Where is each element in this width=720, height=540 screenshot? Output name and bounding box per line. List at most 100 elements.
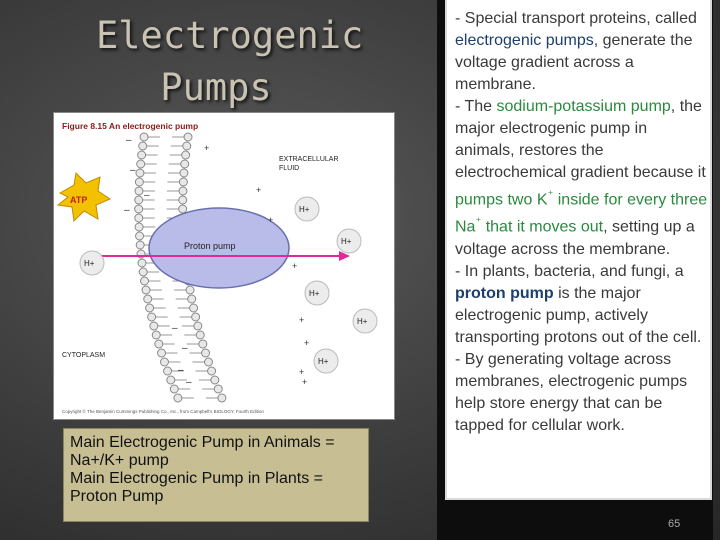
lipid-head	[135, 231, 145, 241]
lipid-head	[178, 177, 188, 187]
lipid-head	[137, 258, 147, 268]
proton-circle	[294, 196, 320, 222]
paragraph-3: - In plants, bacteria, and fungi, a prot…	[455, 261, 709, 349]
lipid-head	[183, 132, 193, 142]
lipid-head	[169, 384, 179, 394]
arrowhead-icon	[339, 251, 350, 261]
proton-label: H+	[309, 289, 320, 298]
lipid-head	[203, 357, 213, 367]
proton-label: H+	[299, 205, 310, 214]
atp-label: ATP	[70, 195, 87, 205]
lipid-head	[138, 141, 148, 151]
lipid-head	[201, 348, 211, 358]
plus-charge-icon: +	[204, 143, 209, 153]
paragraph-4: - By generating voltage across membranes…	[455, 350, 688, 434]
lipid-head	[134, 186, 144, 196]
title-line-2: Pumps	[160, 66, 272, 109]
proton-label: H+	[318, 357, 329, 366]
lipid-head	[182, 141, 192, 151]
p2-pumps-k: pumps two K	[455, 191, 548, 209]
lipid-head	[138, 267, 148, 277]
plus-charge-icon: +	[292, 261, 297, 271]
pump-summary-caption: Main Electrogenic Pump in Animals = Na+/…	[63, 428, 369, 522]
lipid-head	[185, 285, 195, 295]
lipid-head	[163, 366, 173, 376]
slide-body-text: - Special transport proteins, called ele…	[455, 8, 709, 437]
minus-charge-icon: –	[186, 377, 192, 388]
proton-pump-label: Proton pump	[184, 241, 236, 251]
proton-label: H+	[357, 317, 368, 326]
minus-charge-icon: –	[124, 205, 130, 216]
lipid-head	[134, 195, 144, 205]
copyright-text: Copyright © The Benjamin Cummings Publis…	[62, 408, 264, 414]
plus-charge-icon: +	[299, 315, 304, 325]
proton-group: H+ H+ H+ H+ H+ H+	[79, 196, 378, 374]
lipid-head	[134, 213, 144, 223]
lipid-head	[181, 150, 191, 160]
plus-charge-icon: +	[299, 367, 304, 377]
lipid-head	[178, 195, 188, 205]
lipid-head	[147, 312, 157, 322]
plus-charge-icon: +	[268, 215, 273, 225]
paragraph-2: - The sodium-potassium pump, the major e…	[455, 96, 709, 261]
caption-line-1: Main Electrogenic Pump in Animals =	[70, 434, 335, 451]
charge-group: ++++++++––––––––	[124, 135, 309, 388]
lipid-head	[173, 393, 183, 403]
proton-label: H+	[341, 237, 352, 246]
lipid-head	[217, 393, 227, 403]
p2-text-c: , the major electrogenic pump in animals…	[455, 98, 706, 181]
lipid-head	[187, 294, 197, 304]
lipid-head	[154, 339, 164, 349]
caption-line-3: Main Electrogenic Pump in Plants =	[70, 470, 324, 487]
cytoplasm-label: CYTOPLASM	[62, 352, 105, 359]
lipid-head	[140, 276, 150, 286]
lipid-head	[178, 204, 188, 214]
proton-label: H+	[84, 259, 95, 268]
slide-title: Electrogenic Pumps	[96, 10, 364, 114]
plus-charge-icon: +	[302, 377, 307, 387]
lipid-head	[139, 132, 149, 142]
lipid-head	[141, 285, 151, 295]
lipid-head	[198, 339, 208, 349]
p1-highlight: electrogenic pumps	[455, 32, 594, 49]
minus-charge-icon: –	[172, 323, 178, 334]
caption-line-4: Proton Pump	[70, 488, 164, 505]
page-number: 65	[668, 518, 681, 530]
lipid-head	[159, 357, 169, 367]
p2-text-a: - The	[455, 98, 497, 115]
lipid-head	[166, 375, 176, 385]
p3-highlight: proton pump	[455, 284, 554, 302]
lipid-head	[189, 303, 199, 313]
lipid-head	[134, 204, 144, 214]
lipid-head	[213, 384, 223, 394]
atp-burst-icon	[56, 171, 112, 223]
lipid-head	[135, 168, 145, 178]
lipid-head	[193, 321, 203, 331]
title-line-1: Electrogenic	[96, 14, 364, 57]
minus-charge-icon: –	[126, 135, 132, 146]
pump-diagram: Proton pump ATP Figure 8.15 An electroge…	[56, 121, 378, 414]
lipid-head	[191, 312, 201, 322]
lipid-head	[151, 330, 161, 340]
lipid-head	[143, 294, 153, 304]
lipid-head	[157, 348, 167, 358]
lipid-head	[207, 366, 217, 376]
proton-circle	[352, 308, 378, 334]
proton-circle	[336, 228, 362, 254]
figure-title: Figure 8.15 An electrogenic pump	[62, 121, 198, 131]
p2-moves-out: that it moves out	[481, 218, 604, 236]
p2-na-charge: ⁺	[475, 216, 482, 229]
paragraph-1: - Special transport proteins, called ele…	[455, 8, 709, 96]
text-panel	[447, 0, 710, 498]
lipid-head	[149, 321, 159, 331]
extracellular-label: EXTRACELLULAR	[279, 156, 339, 163]
lipid-head	[134, 177, 144, 187]
lipid-head	[180, 159, 190, 169]
lipid-head	[137, 150, 147, 160]
p3-text-a: - In plants, bacteria, and fungi, a	[455, 262, 684, 280]
lipid-head	[210, 375, 220, 385]
minus-charge-icon: –	[144, 190, 150, 201]
proton-circle	[304, 280, 330, 306]
lipid-head	[179, 168, 189, 178]
proton-circle	[313, 348, 339, 374]
